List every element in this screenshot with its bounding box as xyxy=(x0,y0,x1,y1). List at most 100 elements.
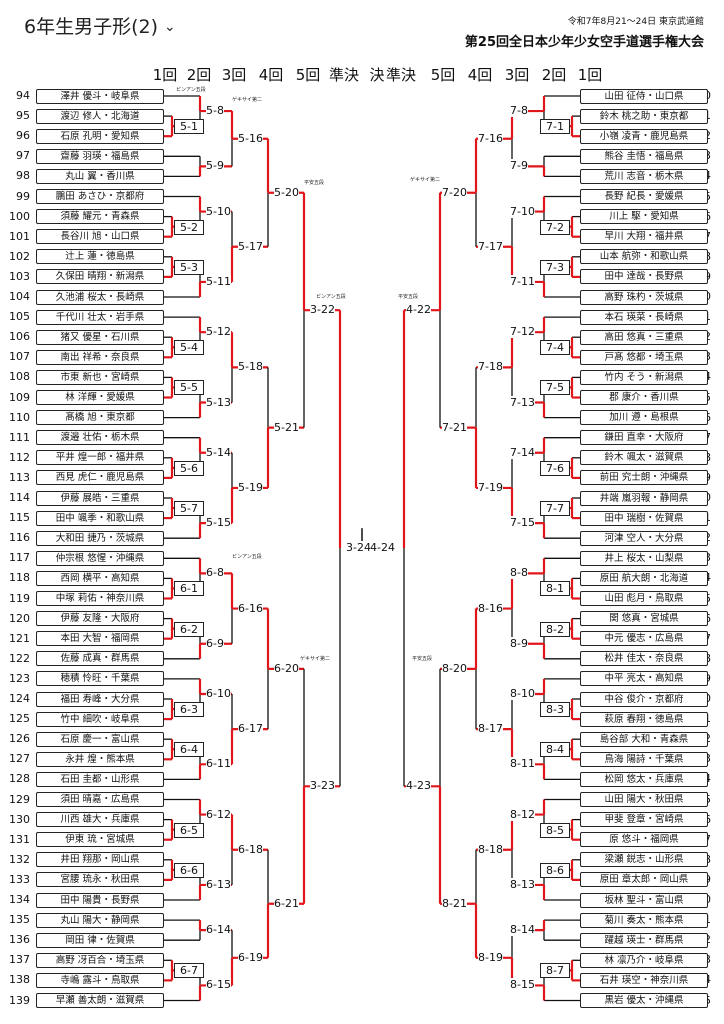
player-name-box[interactable]: 林 凛乃介・岐阜県 xyxy=(580,952,708,968)
player-name-box[interactable]: 本石 瑛菜・長崎県 xyxy=(580,309,708,325)
match-label: 3-24 xyxy=(346,541,371,555)
player-name-box[interactable]: 丸山 陽大・静岡県 xyxy=(36,912,164,928)
player-name-box[interactable]: 川上 駆・愛知県 xyxy=(580,209,708,225)
player-name-box[interactable]: 松井 佳太・奈良県 xyxy=(580,651,708,667)
player-name-box[interactable]: 南出 祥希・奈良県 xyxy=(36,349,164,365)
player-name-box[interactable]: 荒川 志音・栃木県 xyxy=(580,168,708,184)
player-name-box[interactable]: 河津 空人・大分県 xyxy=(580,530,708,546)
player-name-box[interactable]: 伊東 琉・宮城県 xyxy=(36,832,164,848)
player-name-box[interactable]: 石原 慶一・富山県 xyxy=(36,731,164,747)
player-name-box[interactable]: 鵬田 あさひ・京都府 xyxy=(36,189,164,204)
player-name-box[interactable]: 鈴木 桃之助・東京都 xyxy=(580,108,708,124)
player-name-box[interactable]: 須藤 耀元・青森県 xyxy=(36,209,164,225)
player-name-box[interactable]: 田中 颯季・和歌山県 xyxy=(36,510,164,526)
player-name-box[interactable]: 福田 寿峰・大分県 xyxy=(36,691,164,707)
player-name-box[interactable]: 前田 究士朗・沖縄県 xyxy=(580,470,708,486)
player-name-box[interactable]: 平井 煌一郎・福井県 xyxy=(36,450,164,466)
chevron-down-icon[interactable]: ⌄ xyxy=(164,19,176,35)
player-name-box[interactable]: 山田 陽大・秋田県 xyxy=(580,792,708,807)
match-label: 6-16 xyxy=(238,601,263,615)
player-name-box[interactable]: 石井 瑛空・神奈川県 xyxy=(580,972,708,988)
player-name-box[interactable]: 小嶺 凌青・鹿児島県 xyxy=(580,128,708,144)
player-name-box[interactable]: 齋藤 羽瑛・福島県 xyxy=(36,148,164,164)
player-name-box[interactable]: 本田 大智・福岡県 xyxy=(36,631,164,647)
match-label-r1: 6-7 xyxy=(174,963,204,979)
player-name-box[interactable]: 大和田 捷乃・茨城県 xyxy=(36,530,164,546)
player-name-box[interactable]: 原 悠斗・福岡県 xyxy=(580,832,708,848)
player-name-box[interactable]: 石原 孔明・愛知県 xyxy=(36,128,164,144)
player-name-box[interactable]: 千代川 壮太・岩手県 xyxy=(36,309,164,325)
player-name-box[interactable]: 田中 瑞樹・佐賀県 xyxy=(580,510,708,526)
player-name-box[interactable]: 佐藤 成真・群馬県 xyxy=(36,651,164,667)
event-title-dropdown[interactable]: 6年生男子形(2)⌄ xyxy=(24,12,176,39)
player-name-box[interactable]: 鳥海 陽詩・千葉県 xyxy=(580,751,708,767)
player-name-box[interactable]: 関 悠真・宮城県 xyxy=(580,611,708,627)
player-name-box[interactable]: 戸髙 悠都・埼玉県 xyxy=(580,349,708,365)
player-name-box[interactable]: 原田 航大朗・北海道 xyxy=(580,570,708,586)
player-name-box[interactable]: 高田 悠真・三重県 xyxy=(580,329,708,345)
player-name-box[interactable]: 寺嶋 露斗・鳥取県 xyxy=(36,972,164,988)
player-name-box[interactable]: 躍越 瑛士・群馬県 xyxy=(580,932,708,948)
player-name-box[interactable]: 仲宗根 悠惺・沖縄県 xyxy=(36,550,164,566)
player-name-box[interactable]: 鈴木 颯太・滋賀県 xyxy=(580,450,708,466)
player-name-box[interactable]: 澤井 優斗・岐阜県 xyxy=(36,88,164,104)
player-name-box[interactable]: 早瀬 善太朗・滋賀県 xyxy=(36,993,164,1008)
player-name-box[interactable]: 黒岩 優太・沖縄県 xyxy=(580,993,708,1008)
player-name-box[interactable]: 中谷 俊介・京都府 xyxy=(580,691,708,707)
player-name-box[interactable]: 西見 虎仁・鹿児島県 xyxy=(36,470,164,486)
player-name-box[interactable]: 中元 優志・広島県 xyxy=(580,631,708,647)
player-name-box[interactable]: 郡 康介・香川県 xyxy=(580,390,708,405)
match-label-r1: 8-4 xyxy=(540,742,570,758)
player-name-box[interactable]: 中平 亮太・高知県 xyxy=(580,671,708,687)
player-name-box[interactable]: 井端 嵐羽報・静岡県 xyxy=(580,490,708,506)
player-number: 118 xyxy=(9,571,30,585)
player-name-box[interactable]: 川西 雄大・兵庫県 xyxy=(36,812,164,828)
player-name-box[interactable]: 井上 桜太・山梨県 xyxy=(580,550,708,566)
player-name-box[interactable]: 萩原 春翔・徳島県 xyxy=(580,711,708,727)
player-name-box[interactable]: 須田 晴嘉・広島県 xyxy=(36,792,164,807)
player-name-box[interactable]: 坂林 聖斗・富山県 xyxy=(580,892,708,908)
player-name-box[interactable]: 鎌田 直幸・大阪府 xyxy=(580,430,708,446)
player-name-box[interactable]: 渡邉 壮佑・栃木県 xyxy=(36,430,164,446)
player-name-box[interactable]: 丸山 翼・香川県 xyxy=(36,168,164,184)
player-name-box[interactable]: 久池浦 桜太・長崎県 xyxy=(36,289,164,305)
player-name-box[interactable]: 菊川 奏太・熊本県 xyxy=(580,912,708,928)
player-name-box[interactable]: 中塚 莉佑・神奈川県 xyxy=(36,591,164,606)
player-name-box[interactable]: 石田 圭都・山形県 xyxy=(36,771,164,787)
player-name-box[interactable]: 甲斐 登章・宮崎県 xyxy=(580,812,708,828)
player-name-box[interactable]: 穂積 怜旺・千葉県 xyxy=(36,671,164,687)
player-name-box[interactable]: 伊藤 友隆・大阪府 xyxy=(36,611,164,627)
player-name-box[interactable]: 渡辺 修人・北海道 xyxy=(36,108,164,124)
player-name-box[interactable]: 林 洋輝・愛媛県 xyxy=(36,390,164,405)
player-name-box[interactable]: 猪又 優星・石川県 xyxy=(36,329,164,345)
player-name-box[interactable]: 熊谷 圭悟・福島県 xyxy=(580,148,708,164)
player-name-box[interactable]: 松岡 悠太・兵庫県 xyxy=(580,771,708,787)
player-name-box[interactable]: 竹中 細吹・岐阜県 xyxy=(36,711,164,727)
player-name-box[interactable]: 高野 冴百合・埼玉県 xyxy=(36,952,164,968)
player-name-box[interactable]: 山田 征侍・山口県 xyxy=(580,88,708,104)
player-name-box[interactable]: 井田 翔那・岡山県 xyxy=(36,852,164,868)
player-name-box[interactable]: 原田 章太郎・岡山県 xyxy=(580,872,708,888)
player-name-box[interactable]: 辻上 蓮・徳島県 xyxy=(36,249,164,265)
player-name-box[interactable]: 久保田 晴翔・新潟県 xyxy=(36,269,164,285)
player-name-box[interactable]: 山本 航弥・和歌山県 xyxy=(580,249,708,265)
player-name-box[interactable]: 長谷川 旭・山口県 xyxy=(36,229,164,245)
player-name-box[interactable]: 岡田 律・佐賀県 xyxy=(36,932,164,948)
player-name-box[interactable]: 田中 達哉・長野県 xyxy=(580,269,708,285)
player-name-box[interactable]: 長野 紀長・愛媛県 xyxy=(580,189,708,204)
player-name-box[interactable]: 島谷部 大和・青森県 xyxy=(580,731,708,747)
player-name-box[interactable]: 髙橋 旭・東京都 xyxy=(36,410,164,426)
player-name-box[interactable]: 田中 陽貴・長野県 xyxy=(36,892,164,908)
player-name-box[interactable]: 山田 彪月・鳥取県 xyxy=(580,591,708,606)
match-label-r1: 5-2 xyxy=(174,219,204,235)
player-name-box[interactable]: 早川 大翔・福井県 xyxy=(580,229,708,245)
player-name-box[interactable]: 宮腰 琉永・秋田県 xyxy=(36,872,164,888)
player-name-box[interactable]: 梁瀬 鋭志・山形県 xyxy=(580,852,708,868)
player-name-box[interactable]: 伊藤 展皓・三重県 xyxy=(36,490,164,506)
player-name-box[interactable]: 西岡 横平・高知県 xyxy=(36,570,164,586)
player-name-box[interactable]: 高野 珠杓・茨城県 xyxy=(580,289,708,305)
player-name-box[interactable]: 市東 新也・宮崎県 xyxy=(36,369,164,385)
player-name-box[interactable]: 加川 遵・島根県 xyxy=(580,410,708,426)
player-name-box[interactable]: 永井 煌・熊本県 xyxy=(36,751,164,767)
player-name-box[interactable]: 竹内 そう・新潟県 xyxy=(580,369,708,385)
